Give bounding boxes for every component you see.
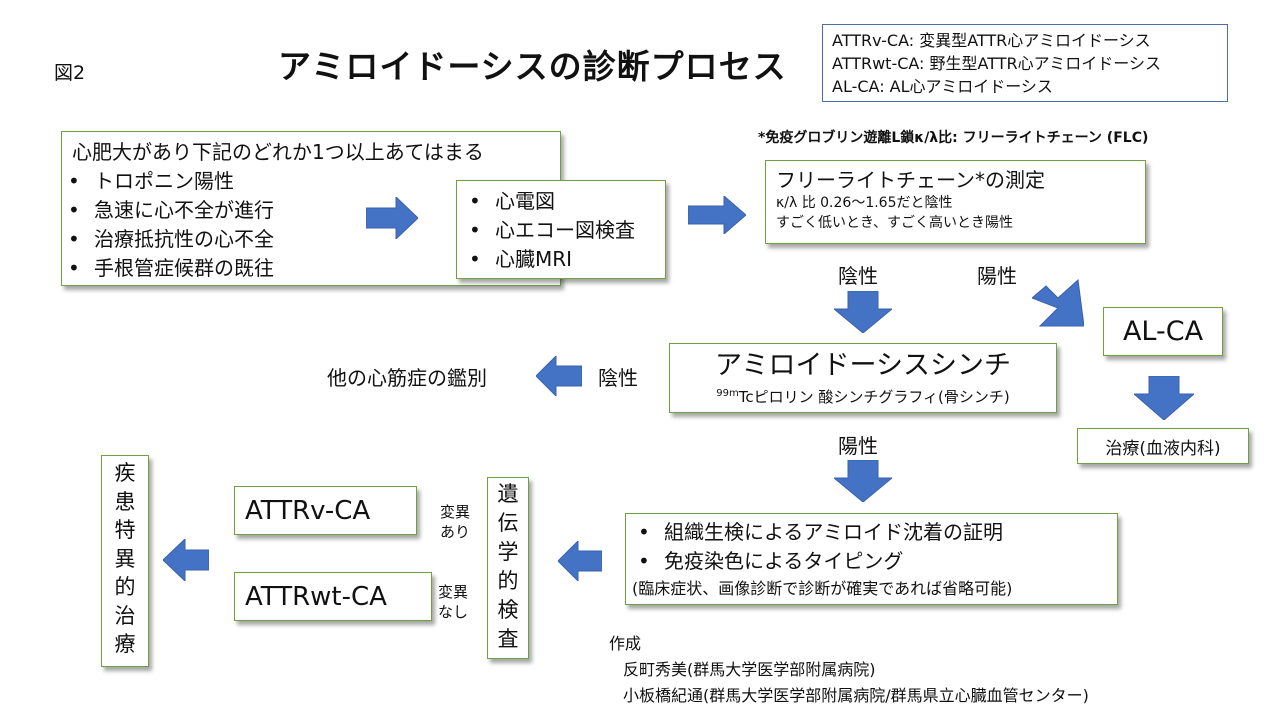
scinti-negative-label: 陰性 (598, 366, 638, 390)
attrv-label: ATTRv-CA (245, 495, 371, 526)
arrow-down-icon (1134, 376, 1194, 420)
specific-treatment-char: 特 (114, 518, 136, 542)
legend-line: ATTRv-CA: 変異型ATTR心アミロイドーシス (832, 31, 1151, 50)
specific-treatment-char: 疾 (114, 461, 136, 485)
arrow-left-icon (558, 541, 602, 581)
genetic-test-char: 伝 (497, 511, 519, 535)
biopsy-item: 組織生検によるアミロイド沈着の証明 (632, 518, 1111, 547)
arrow-right-icon (688, 196, 746, 234)
credits-author: 小板橋紀通(群馬大学医学部附属病院/群馬県立心臓血管センター) (623, 686, 1089, 705)
legend-line: AL-CA: AL心アミロイドーシス (832, 77, 1053, 96)
criteria-item: トロポニン陽性 (62, 167, 550, 196)
criteria-item: 手根管症候群の既往 (62, 254, 550, 283)
attrwt-box: ATTRwt-CA (234, 572, 432, 621)
biopsy-item: 免疫染色によるタイピング (632, 547, 1111, 576)
genetic-test-char: 的 (497, 569, 519, 593)
arrow-right-icon (366, 197, 418, 239)
al-ca-label: AL-CA (1122, 316, 1204, 347)
specific-treatment-char: 患 (114, 489, 136, 514)
al-ca-box: AL-CA (1103, 307, 1223, 356)
biopsy-note: (臨床症状、画像診断で診断が確実であれば省略可能) (632, 579, 1013, 598)
al-treatment-label: 治療(血液内科) (1105, 438, 1221, 459)
flc-positive-text: すごく低いとき、すごく高いとき陽性 (776, 215, 1014, 231)
scinti-box: アミロイドーシスシンチ 99mTcピロリン 酸シンチグラフィ(骨シンチ) (669, 343, 1057, 413)
credits-author: 反町秀美(群馬大学医学部附属病院) (623, 660, 876, 679)
mutation-yes-label: 変異 あり (440, 502, 470, 542)
exam-item: 心電図 (463, 187, 659, 216)
mutation-no-label: 変異 なし (438, 582, 468, 622)
genetic-test-char: 査 (497, 627, 519, 651)
genetic-test-char: 検 (497, 598, 519, 622)
figure-label: 図2 (54, 62, 86, 84)
scinti-positive-label: 陽性 (838, 434, 878, 458)
mutation-no-line: なし (438, 603, 469, 621)
arrow-down-icon (834, 291, 892, 333)
arrow-left-icon (163, 539, 209, 581)
criteria-heading: 心肥大があり下記のどれか1つ以上あてはまる (72, 140, 484, 164)
criteria-item: 急速に心不全が進行 (62, 196, 550, 225)
scinti-subtitle-row: 99mTcピロリン 酸シンチグラフィ(骨シンチ) (670, 382, 1056, 409)
genetic-test-char: 学 (497, 540, 519, 564)
legend-line: ATTRwt-CA: 野生型ATTR心アミロイドーシス (832, 54, 1161, 73)
footnote: *免疫グロブリン遊離L鎖κ/λ比: フリーライトチェーン (FLC) (758, 130, 1149, 146)
credits-heading: 作成 (609, 634, 642, 653)
exam-item: 心エコー図検査 (463, 216, 659, 245)
exams-box: 心電図 心エコー図検査 心臓MRI (456, 180, 666, 279)
page-title: アミロイドーシスの診断プロセス (278, 47, 787, 86)
biopsy-list: 組織生検によるアミロイド沈着の証明 免疫染色によるタイピング (632, 518, 1111, 576)
flc-negative-label: 陰性 (838, 264, 878, 288)
biopsy-box: 組織生検によるアミロイド沈着の証明 免疫染色によるタイピング (臨床症状、画像診… (625, 513, 1118, 605)
arrow-diagonal-icon (1032, 276, 1084, 328)
specific-treatment-box: 疾 患 特 異 的 治 療 (101, 455, 149, 667)
genetic-test-char: 遺 (497, 482, 519, 506)
specific-treatment-char: 異 (114, 546, 136, 571)
other-cardiomyopathy-label: 他の心筋症の鑑別 (327, 366, 487, 390)
mutation-yes-line: 変異 (440, 503, 471, 521)
flc-box: フリーライトチェーン*の測定 κ/λ 比 0.26〜1.65だと陰性 すごく低い… (765, 160, 1146, 244)
mutation-no-line: 変異 (438, 583, 469, 601)
credits: 作成 反町秀美(群馬大学医学部附属病院) 小板橋紀通(群馬大学医学部附属病院/群… (609, 631, 1089, 709)
scinti-subtitle: Tcピロリン 酸シンチグラフィ(骨シンチ) (738, 388, 1010, 406)
criteria-list: トロポニン陽性 急速に心不全が進行 治療抵抗性の心不全 手根管症候群の既往 (62, 167, 550, 283)
specific-treatment-char: 的 (114, 575, 136, 599)
attrwt-label: ATTRwt-CA (245, 581, 387, 612)
scinti-title: アミロイドーシスシンチ (715, 350, 1011, 381)
exam-item: 心臓MRI (463, 245, 659, 274)
criteria-item: 治療抵抗性の心不全 (62, 225, 550, 254)
scinti-isotope-sup: 99m (716, 388, 739, 399)
mutation-yes-line: あり (440, 523, 471, 541)
flc-title: フリーライトチェーン*の測定 (776, 168, 1045, 192)
specific-treatment-char: 治 (114, 603, 136, 628)
legend-box: ATTRv-CA: 変異型ATTR心アミロイドーシス ATTRwt-CA: 野生… (822, 24, 1228, 102)
flc-ratio-text: κ/λ 比 0.26〜1.65だと陰性 (776, 195, 953, 211)
exams-list: 心電図 心エコー図検査 心臓MRI (463, 187, 659, 274)
arrow-left-icon (536, 356, 582, 396)
arrow-down-icon (834, 460, 892, 502)
al-treatment-box: 治療(血液内科) (1077, 428, 1249, 464)
specific-treatment-char: 療 (114, 632, 136, 656)
flc-positive-label: 陽性 (977, 264, 1017, 288)
attrv-box: ATTRv-CA (234, 486, 417, 535)
genetic-test-box: 遺 伝 学 的 検 査 (487, 477, 529, 659)
